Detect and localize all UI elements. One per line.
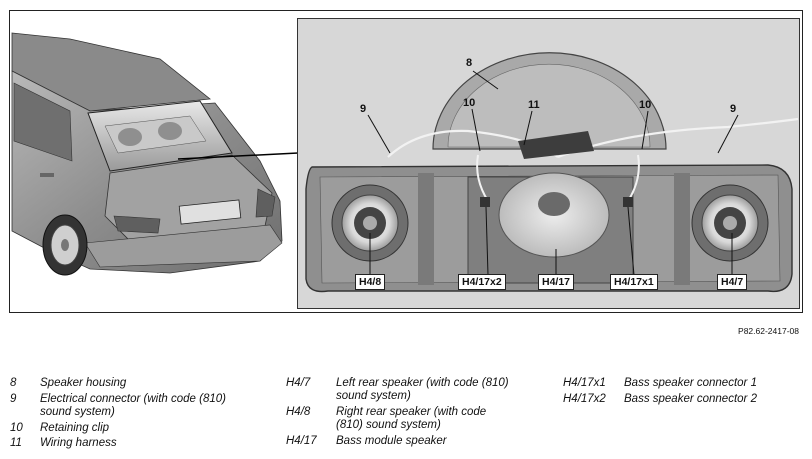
legend-item: 10 Retaining clip bbox=[10, 422, 270, 435]
speaker-housing-detail-view: 8 9 9 10 10 11 H4/8 H4/17x2 H4/17 H4/17x… bbox=[297, 18, 800, 309]
legend-item: 9 Electrical connector (with code (810) … bbox=[10, 393, 270, 419]
legend-desc: Bass module speaker bbox=[336, 435, 447, 447]
legend-key: H4/17x2 bbox=[563, 393, 606, 405]
legend-item: 11 Wiring harness bbox=[10, 437, 270, 450]
legend-desc: Right rear speaker (with code (810) soun… bbox=[336, 406, 487, 431]
legend-desc: Bass speaker connector 1 bbox=[624, 377, 757, 389]
callout-h4-17x2: H4/17x2 bbox=[458, 274, 506, 290]
legend-key: H4/7 bbox=[286, 377, 311, 389]
callout-8: 8 bbox=[466, 57, 473, 69]
legend-item: H4/8 Right rear speaker (with code (810)… bbox=[286, 406, 546, 432]
callout-9-left: 9 bbox=[360, 103, 367, 115]
legend-key: 8 bbox=[10, 377, 17, 389]
legend-desc: Speaker housing bbox=[40, 377, 127, 389]
legend-item: H4/17 Bass module speaker bbox=[286, 435, 546, 448]
callout-h4-8: H4/8 bbox=[355, 274, 386, 290]
legend-desc: Bass speaker connector 2 bbox=[624, 393, 757, 405]
legend-item: H4/17x2 Bass speaker connector 2 bbox=[563, 393, 803, 406]
diagram-figure: 8 9 9 10 10 11 H4/8 H4/17x2 H4/17 H4/17x… bbox=[9, 10, 803, 313]
legend-key: H4/17x1 bbox=[563, 377, 606, 389]
figure-code: P82.62-2417-08 bbox=[738, 326, 799, 336]
car-rear-illustration bbox=[11, 32, 283, 276]
speaker-housing-drawing bbox=[305, 52, 799, 293]
callout-10-left: 10 bbox=[463, 97, 476, 109]
legend-desc: Electrical connector (with code (810) so… bbox=[40, 393, 226, 418]
legend-item: H4/17x1 Bass speaker connector 1 bbox=[563, 377, 803, 390]
legend-desc: Retaining clip bbox=[40, 422, 110, 434]
legend-key: H4/17 bbox=[286, 435, 317, 447]
callout-10-right: 10 bbox=[639, 99, 652, 111]
callout-11: 11 bbox=[528, 99, 540, 111]
legend-key: 10 bbox=[10, 422, 23, 434]
callout-h4-17: H4/17 bbox=[538, 274, 575, 290]
legend-key: H4/8 bbox=[286, 406, 311, 418]
legend-item: 8 Speaker housing bbox=[10, 377, 270, 390]
callout-h4-7: H4/7 bbox=[717, 274, 748, 290]
callout-h4-17x1: H4/17x1 bbox=[610, 274, 658, 290]
legend-item: H4/7 Left rear speaker (with code (810) … bbox=[286, 377, 546, 403]
legend-desc: Wiring harness bbox=[40, 437, 117, 449]
callout-9-right: 9 bbox=[730, 103, 737, 115]
legend-desc: Left rear speaker (with code (810) sound… bbox=[336, 377, 509, 402]
legend-key: 11 bbox=[10, 437, 22, 449]
legend-key: 9 bbox=[10, 393, 17, 405]
leader-line bbox=[177, 152, 299, 160]
